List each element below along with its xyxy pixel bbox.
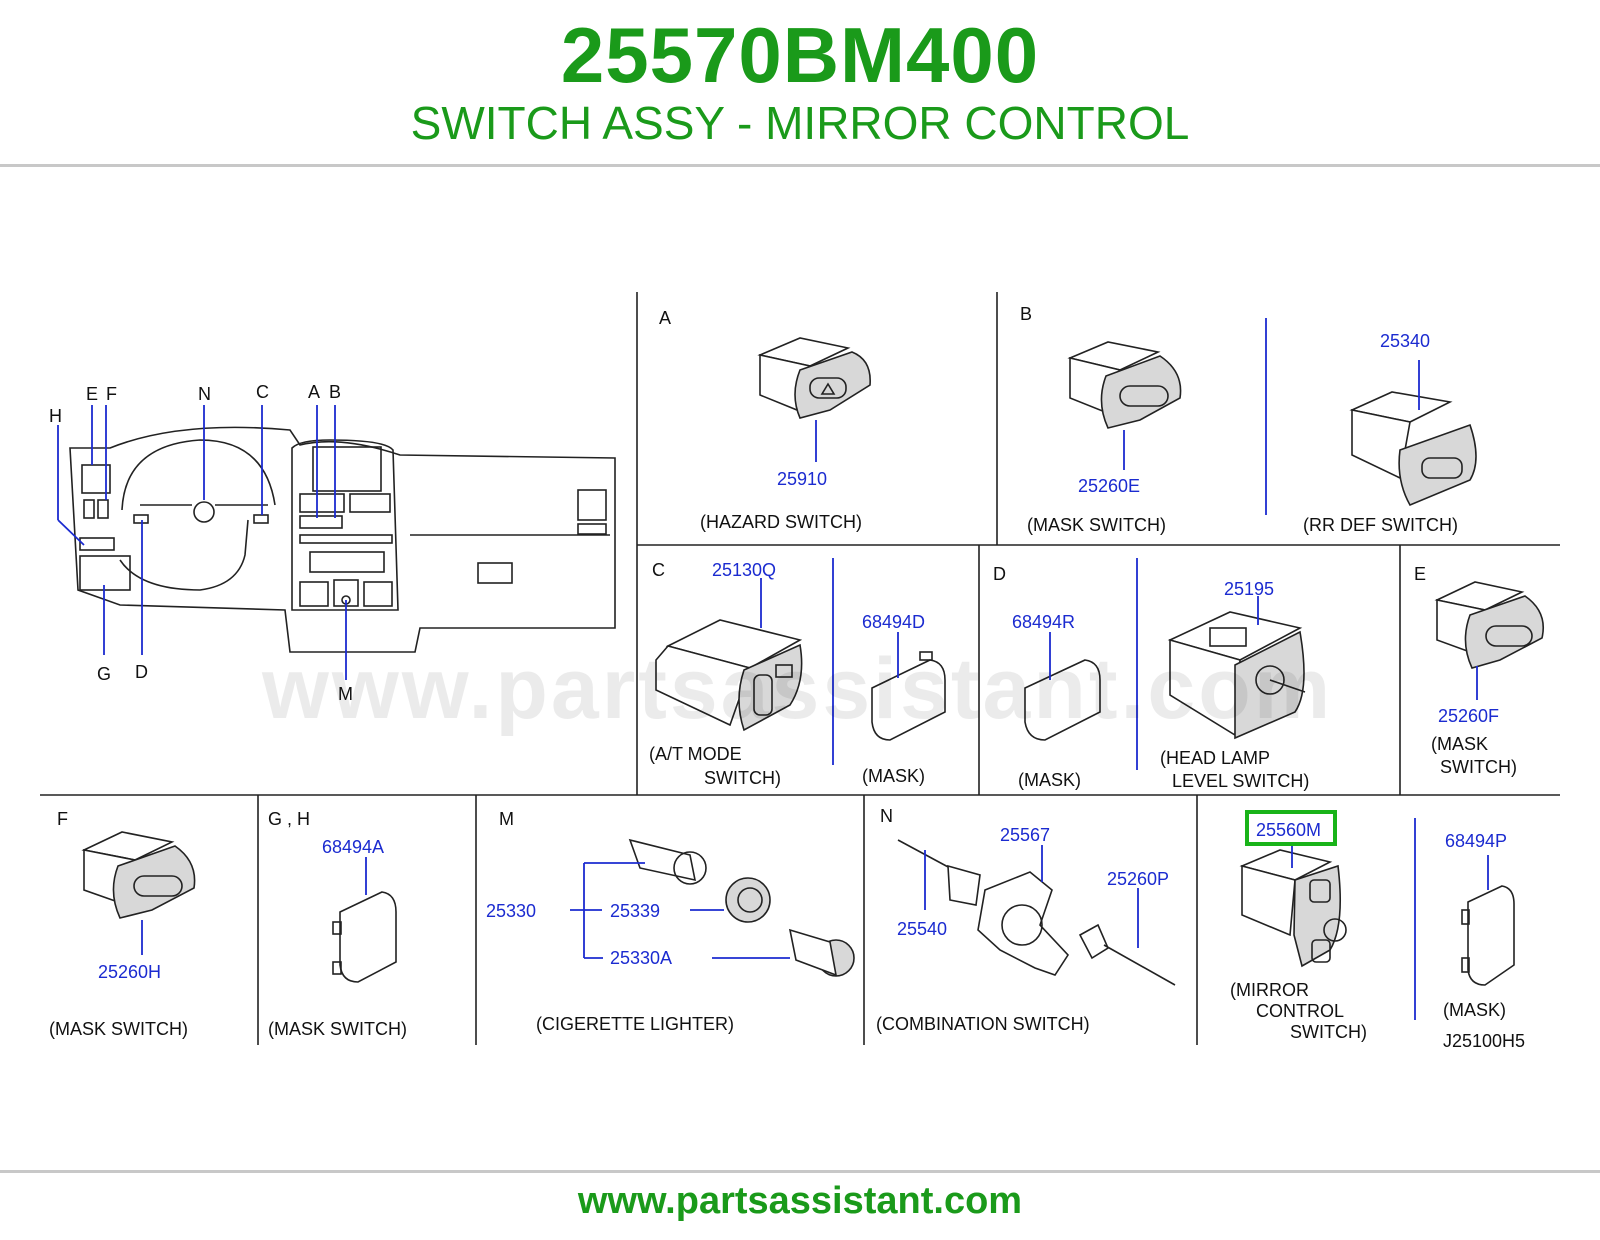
rr-def-switch-drawing: [1349, 360, 1477, 507]
panel-e-caption2: SWITCH): [1440, 757, 1517, 777]
panel-gh-letter: G , H: [268, 809, 310, 829]
mask-switch-e-drawing: [1434, 581, 1544, 700]
panel-d-letter: D: [993, 564, 1006, 584]
panel-m-caption: (CIGERETTE LIGHTER): [536, 1014, 734, 1034]
dashboard-illustration: [57, 405, 616, 680]
mask-c-drawing: [871, 632, 946, 741]
watermark: www.partsassistant.com: [262, 641, 1334, 737]
footer-url[interactable]: www.partsassistant.com: [577, 1180, 1023, 1222]
head-lamp-level-switch-drawing: [1167, 596, 1306, 740]
part-25260h: 25260H: [98, 962, 161, 982]
part-25560m: 25560M: [1256, 820, 1321, 840]
panel-a-letter: A: [659, 308, 671, 328]
part-25540: 25540: [897, 919, 947, 939]
panel-e-letter: E: [1414, 564, 1426, 584]
callout-f: F: [106, 384, 117, 404]
mask-switch-gh-drawing: [332, 857, 397, 983]
diagram-ref: J25100H5: [1443, 1031, 1525, 1051]
part-25340: 25340: [1380, 331, 1430, 351]
grid-lines: [40, 292, 1560, 1045]
callout-m: M: [338, 684, 353, 704]
footer-divider: [0, 1170, 1600, 1173]
part-25567: 25567: [1000, 825, 1050, 845]
part-25260e: 25260E: [1078, 476, 1140, 496]
cigarette-lighter-drawing: [570, 838, 855, 977]
part-68494r: 68494R: [1012, 612, 1075, 632]
panel-c-letter: C: [652, 560, 665, 580]
panel-a-caption: (HAZARD SWITCH): [700, 512, 862, 532]
part-25330: 25330: [486, 901, 536, 921]
mask-switch-b-drawing: [1067, 341, 1182, 470]
panel-e-caption1: (MASK: [1431, 734, 1488, 754]
callout-c: C: [256, 382, 269, 402]
panel-n-letter: N: [880, 806, 893, 826]
part-68494p: 68494P: [1445, 831, 1507, 851]
callout-n: N: [198, 384, 211, 404]
callout-a: A: [308, 382, 320, 402]
mirror-caption2: CONTROL: [1256, 1001, 1344, 1021]
panel-d-caption2a: (HEAD LAMP: [1160, 748, 1270, 768]
combination-switch-drawing: [897, 839, 1176, 986]
mirror-control-switch-drawing: [1239, 846, 1347, 968]
part-25130q: 25130Q: [712, 560, 776, 580]
hazard-switch-drawing: [757, 337, 871, 462]
part-25260p: 25260P: [1107, 869, 1169, 889]
callout-e: E: [86, 384, 98, 404]
panel-b-letter: B: [1020, 304, 1032, 324]
highlight-box: [1245, 810, 1337, 846]
panel-n-caption: (COMBINATION SWITCH): [876, 1014, 1090, 1034]
part-number-title: 25570BM400: [560, 11, 1040, 99]
part-25910: 25910: [777, 469, 827, 489]
callout-b: B: [329, 382, 341, 402]
panel-c-caption2: SWITCH): [704, 768, 781, 788]
callout-h: H: [49, 406, 62, 426]
part-25195: 25195: [1224, 579, 1274, 599]
at-mode-switch-drawing: [655, 578, 803, 732]
mask-d-drawing: [1024, 632, 1101, 741]
callout-g: G: [97, 664, 111, 684]
callout-d: D: [135, 662, 148, 682]
panel-gh-caption: (MASK SWITCH): [268, 1019, 407, 1039]
mirror-caption4: (MASK): [1443, 1000, 1506, 1020]
panel-f-caption: (MASK SWITCH): [49, 1019, 188, 1039]
panel-c-caption3: (MASK): [862, 766, 925, 786]
panel-c-caption1: (A/T MODE: [649, 744, 742, 764]
header-divider: [0, 164, 1600, 167]
part-25330a: 25330A: [610, 948, 672, 968]
part-25339: 25339: [610, 901, 660, 921]
part-68494a: 68494A: [322, 837, 384, 857]
mask-switch-f-drawing: [81, 831, 196, 955]
panel-d-caption: (MASK): [1018, 770, 1081, 790]
mirror-caption1: (MIRROR: [1230, 980, 1309, 1000]
panel-b-caption2: (RR DEF SWITCH): [1303, 515, 1458, 535]
part-name-title: SWITCH ASSY - MIRROR CONTROL: [410, 97, 1190, 149]
panel-f-letter: F: [57, 809, 68, 829]
panel-d-caption2b: LEVEL SWITCH): [1172, 771, 1309, 791]
part-68494d: 68494D: [862, 612, 925, 632]
panel-m-letter: M: [499, 809, 514, 829]
mirror-caption3: SWITCH): [1290, 1022, 1367, 1042]
part-25260f: 25260F: [1438, 706, 1499, 726]
mask-mirror-drawing: [1461, 855, 1515, 986]
panel-b-caption: (MASK SWITCH): [1027, 515, 1166, 535]
